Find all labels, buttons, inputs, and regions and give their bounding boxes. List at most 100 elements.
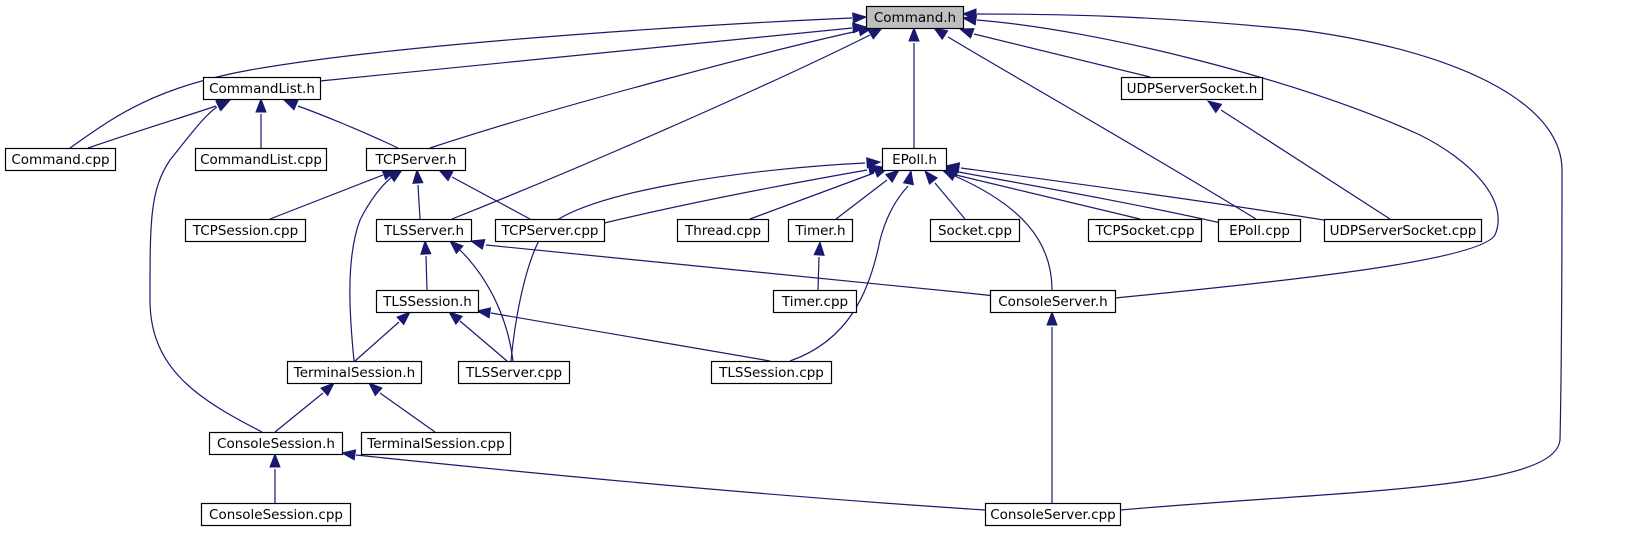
node-box — [200, 502, 352, 527]
node-box — [286, 360, 423, 385]
edge-timer-cpp-to-timer-h — [813, 240, 825, 291]
node-box — [194, 147, 328, 172]
edge-udpserversocket-cpp-to-udpserversocket-h — [1206, 100, 1391, 220]
node-box — [989, 289, 1117, 314]
edge-epoll-cpp-to-command-h — [932, 27, 1257, 220]
edge-terminalsession-h-to-tlssession-h — [354, 311, 412, 362]
node-tlsserver-h[interactable]: TLSServer.h — [375, 218, 473, 243]
node-box — [365, 147, 467, 172]
node-label: UDPServerSocket.h — [1127, 81, 1258, 97]
node-box — [881, 147, 948, 172]
node-box — [1323, 218, 1483, 243]
edge-tcpserver-cpp-to-tcpserver-h — [437, 169, 531, 220]
edge-tcpserver-h-to-commandlist-h — [282, 99, 399, 149]
edge-timer-h-to-epoll-h — [835, 169, 901, 220]
edge-tlsserver-cpp-to-epoll-h — [510, 157, 882, 362]
node-box — [457, 360, 571, 385]
edge-udpserversocket-cpp-to-epoll-h — [944, 162, 1331, 222]
node-epoll-cpp[interactable]: EPoll.cpp — [1217, 218, 1302, 243]
node-terminalsession-cpp[interactable]: TerminalSession.cpp — [360, 431, 512, 456]
node-epoll-h[interactable]: EPoll.h — [881, 147, 948, 172]
node-box — [184, 218, 307, 243]
node-label: TLSSession.cpp — [718, 365, 824, 381]
node-box — [375, 289, 480, 314]
node-label: Command.h — [874, 10, 956, 26]
node-box — [360, 431, 512, 456]
node-udpserversocket-h[interactable]: UDPServerSocket.h — [1120, 76, 1264, 101]
node-command-cpp[interactable]: Command.cpp — [4, 147, 117, 172]
node-terminalsession-h[interactable]: TerminalSession.h — [286, 360, 423, 385]
node-timer-cpp[interactable]: Timer.cpp — [772, 289, 858, 314]
node-tcpserver-h[interactable]: TCPServer.h — [365, 147, 467, 172]
node-command-h[interactable]: Command.h — [865, 5, 965, 30]
node-label: TLSServer.h — [383, 223, 464, 239]
node-label: TerminalSession.cpp — [366, 436, 504, 452]
node-label: CommandList.h — [209, 81, 315, 97]
edge-tcpsession-cpp-to-tcpserver-h — [269, 169, 398, 220]
edge-terminalsession-cpp-to-terminalsession-h — [367, 382, 436, 433]
node-socket-cpp[interactable]: Socket.cpp — [929, 218, 1021, 243]
node-box — [1120, 76, 1264, 101]
node-label: ConsoleServer.h — [998, 294, 1107, 310]
edge-command-cpp-to-commandlist-h — [87, 99, 232, 149]
node-box — [710, 360, 833, 385]
node-label: TLSSession.h — [382, 294, 472, 310]
edge-consolesession-h-to-terminalsession-h — [274, 382, 336, 433]
node-consolesession-h[interactable]: ConsoleSession.h — [208, 431, 344, 456]
edge-tlssession-cpp-to-tlssession-h — [475, 307, 771, 362]
node-box — [1087, 218, 1203, 243]
node-box — [787, 218, 854, 243]
node-box — [208, 431, 344, 456]
node-consoleserver-h[interactable]: ConsoleServer.h — [989, 289, 1117, 314]
edge-tcpserver-h-to-command-h — [429, 25, 874, 149]
node-box — [202, 76, 322, 101]
node-consolesession-cpp[interactable]: ConsoleSession.cpp — [200, 502, 352, 527]
node-commandlist-cpp[interactable]: CommandList.cpp — [194, 147, 328, 172]
edge-tlsserver-h-to-command-h — [451, 27, 884, 220]
edge-tlssession-h-to-tlsserver-h — [420, 239, 432, 291]
node-label: Command.cpp — [11, 152, 109, 168]
node-box — [494, 218, 606, 243]
node-thread-cpp[interactable]: Thread.cpp — [676, 218, 770, 243]
edge-consoleserver-h-to-epoll-h — [941, 169, 1053, 291]
edge-tlsserver-cpp-to-tlssession-h — [447, 311, 508, 362]
node-label: TCPSocket.cpp — [1094, 223, 1194, 239]
edge-consoleserver-cpp-to-consolesession-h — [340, 449, 986, 511]
edge-tcpsocket-cpp-to-epoll-h — [940, 169, 1141, 220]
node-box — [865, 5, 965, 30]
node-label: Timer.h — [794, 223, 845, 239]
node-tlssession-h[interactable]: TLSSession.h — [375, 289, 480, 314]
node-tcpserver-cpp[interactable]: TCPServer.cpp — [494, 218, 606, 243]
node-box — [375, 218, 473, 243]
node-tlsserver-cpp[interactable]: TLSServer.cpp — [457, 360, 571, 385]
edge-consoleserver-cpp-to-consoleserver-h — [1046, 310, 1058, 503]
node-tcpsession-cpp[interactable]: TCPSession.cpp — [184, 218, 307, 243]
edge-terminalsession-h-to-tcpserver-h — [349, 169, 404, 362]
edge-consoleserver-cpp-to-command-h — [961, 8, 1563, 511]
node-udpserversocket-cpp[interactable]: UDPServerSocket.cpp — [1323, 218, 1483, 243]
node-tlssession-cpp[interactable]: TLSSession.cpp — [710, 360, 833, 385]
node-box — [772, 289, 858, 314]
node-label: UDPServerSocket.cpp — [1330, 223, 1477, 239]
edge-socket-cpp-to-epoll-h — [924, 169, 966, 220]
node-box — [929, 218, 1021, 243]
node-label: Thread.cpp — [684, 223, 761, 239]
node-box — [4, 147, 117, 172]
node-label: ConsoleSession.h — [217, 436, 335, 452]
edge-consolesession-h-to-commandlist-h — [149, 99, 263, 433]
node-box — [1217, 218, 1302, 243]
node-label: ConsoleSession.cpp — [209, 507, 343, 523]
node-tcpsocket-cpp[interactable]: TCPSocket.cpp — [1087, 218, 1203, 243]
node-commandlist-h[interactable]: CommandList.h — [202, 76, 322, 101]
edge-command-cpp-to-command-h — [69, 12, 868, 149]
node-consoleserver-cpp[interactable]: ConsoleServer.cpp — [984, 502, 1122, 527]
node-label: TLSServer.cpp — [465, 365, 562, 381]
node-label: TCPServer.h — [375, 152, 457, 168]
node-label: EPoll.cpp — [1229, 223, 1290, 239]
node-label: ConsoleServer.cpp — [990, 507, 1115, 523]
edges-layer — [69, 8, 1563, 511]
node-timer-h[interactable]: Timer.h — [787, 218, 854, 243]
edge-commandlist-h-to-command-h — [319, 22, 868, 82]
